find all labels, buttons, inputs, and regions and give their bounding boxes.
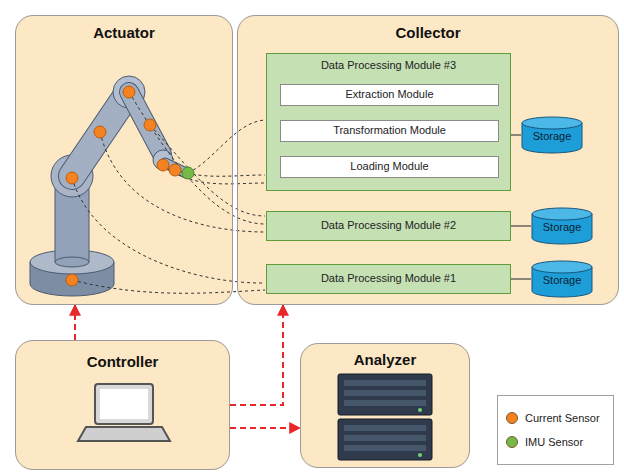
- imu-sensor: [182, 167, 194, 179]
- server-icon: [344, 425, 426, 431]
- sensor-wire: [163, 165, 265, 184]
- legend-swatch: [506, 436, 518, 448]
- storage-cylinder: Storage: [531, 261, 593, 297]
- current-sensor: [94, 126, 106, 138]
- control-arrow: [74, 305, 76, 340]
- storage-cylinder: Storage: [531, 208, 593, 244]
- storage-link: [511, 278, 531, 279]
- panel-fill: [300, 343, 470, 468]
- robot-arm: [129, 92, 162, 154]
- node-label: Data Processing Module #2: [321, 219, 456, 232]
- current-sensor: [66, 274, 78, 286]
- node-label: Storage: [533, 130, 572, 143]
- server-icon: [418, 408, 422, 412]
- node-label: Storage: [543, 221, 582, 234]
- current-sensor: [169, 164, 181, 176]
- robot-arm: [129, 92, 162, 154]
- current-sensor: [66, 172, 78, 184]
- legend-box: Current SensorIMU Sensor: [497, 395, 614, 465]
- server-icon: [338, 374, 432, 460]
- robot-arm: [55, 257, 89, 267]
- legend-entry: Current Sensor: [506, 412, 605, 424]
- processing-module: Data Processing Module #2: [266, 211, 511, 241]
- laptop-icon: [95, 384, 153, 424]
- processing-module: Data Processing Module #3 Extraction Modu…: [266, 53, 511, 191]
- sub-module: Extraction Module: [280, 84, 499, 106]
- collector-panel: CollectorData Processing Module #3 Extrac…: [237, 15, 619, 305]
- current-sensor: [157, 159, 169, 171]
- storage-link: [511, 225, 531, 226]
- node-label: Controller: [87, 353, 159, 371]
- control-arrow: [230, 427, 300, 429]
- sub-module: Transformation Module: [280, 120, 499, 142]
- control-arrow: [230, 305, 283, 405]
- node-label: Data Processing Module #1: [321, 272, 456, 285]
- node-label: Extraction Module: [345, 88, 433, 101]
- panel-fill: [237, 15, 619, 305]
- server-icon: [344, 445, 426, 451]
- laptop-icon: [78, 427, 170, 441]
- server-icon: [344, 380, 426, 386]
- sensor-wire: [100, 132, 265, 232]
- panel-fill: [15, 340, 230, 470]
- panel-fill: [15, 15, 233, 305]
- sensor-wire: [188, 120, 265, 173]
- current-sensor: [144, 119, 156, 131]
- node-label: Collector: [395, 24, 460, 42]
- sensor-wire: [150, 125, 265, 216]
- server-icon: [418, 453, 422, 457]
- node-label: Storage: [543, 274, 582, 287]
- server-icon: [344, 435, 426, 441]
- node-label: Analyzer: [354, 351, 417, 369]
- legend-swatch: [506, 412, 518, 424]
- legend-label: IMU Sensor: [525, 436, 583, 448]
- robot-arm: [30, 76, 186, 296]
- legend-label: Current Sensor: [525, 412, 600, 424]
- current-sensor: [123, 86, 135, 98]
- server-icon: [338, 419, 432, 460]
- node-label: Data Processing Module #3: [321, 59, 456, 72]
- legend-entry: IMU Sensor: [506, 436, 605, 448]
- analyzer-panel: Analyzer: [300, 343, 470, 468]
- storage-top: [532, 208, 592, 220]
- storage-link: [511, 134, 521, 135]
- node-label: Transformation Module: [333, 124, 446, 137]
- actuator-panel: Actuator: [15, 15, 233, 305]
- imu-sensor: [182, 167, 194, 179]
- controller-panel: Controller: [15, 340, 230, 470]
- server-icon: [344, 400, 426, 406]
- node-label: Actuator: [93, 24, 155, 42]
- laptop-icon: [78, 384, 170, 441]
- node-label: Loading Module: [350, 160, 428, 173]
- storage-cylinder: Storage: [521, 117, 583, 153]
- current-sensor: [66, 86, 181, 286]
- server-icon: [338, 374, 432, 415]
- panel-fill: [15, 15, 619, 470]
- sub-module: Loading Module: [280, 156, 499, 178]
- server-icon: [344, 390, 426, 396]
- storage-top: [532, 261, 592, 273]
- storage-top: [522, 117, 582, 129]
- processing-module: Data Processing Module #1: [266, 264, 511, 294]
- sensor-wire: [129, 92, 265, 224]
- laptop-icon: [100, 389, 148, 419]
